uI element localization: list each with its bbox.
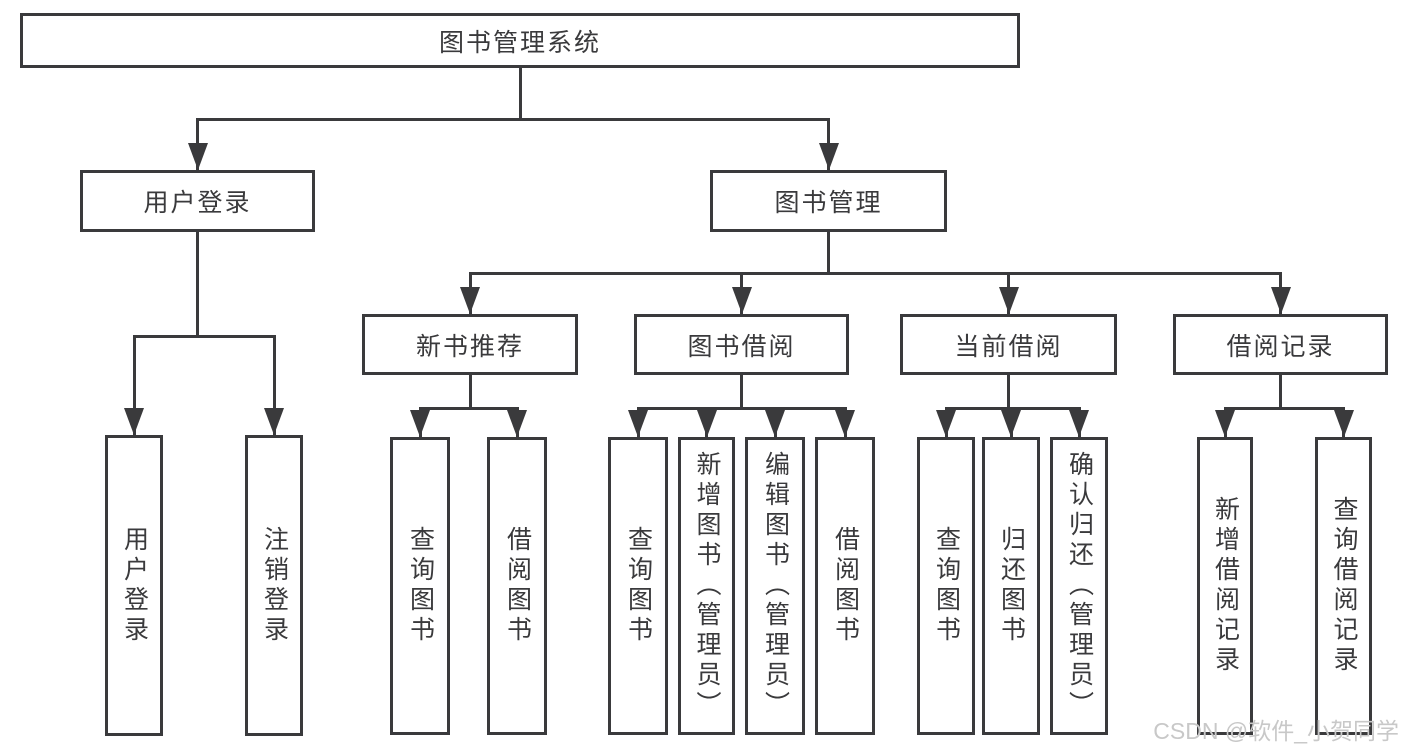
node-system: 图书管理系统	[20, 13, 1020, 68]
node-confirm-return-admin: 确认归还（管理员）	[1050, 437, 1108, 735]
connector-line	[944, 407, 1081, 410]
connector-arrowhead-icon	[936, 410, 956, 437]
connector-line	[418, 407, 519, 410]
connector-line	[518, 68, 522, 121]
connector-arrowhead-icon	[187, 143, 208, 170]
node-user-login: 用户登录	[105, 435, 163, 736]
node-add-books-admin: 新增图书（管理员）	[678, 437, 735, 735]
connector-line	[196, 118, 830, 121]
connector-arrowhead-icon	[264, 408, 284, 435]
connector-line	[1223, 407, 1345, 410]
node-query-borrow-record: 查询借阅记录	[1315, 437, 1372, 735]
connector-line	[1279, 375, 1282, 410]
connector-line	[468, 375, 472, 410]
connector-arrowhead-icon	[696, 410, 717, 437]
node-query-books-3: 查询图书	[917, 437, 975, 735]
connector-arrowhead-icon	[628, 410, 648, 437]
connector-arrowhead-icon	[1069, 410, 1089, 437]
connector-arrowhead-icon	[818, 143, 839, 170]
connector-arrowhead-icon	[998, 287, 1019, 314]
connector-line	[740, 375, 743, 410]
connector-arrowhead-icon	[507, 410, 527, 437]
node-book-management: 图书管理	[710, 170, 947, 232]
connector-arrowhead-icon	[124, 408, 144, 435]
connector-arrowhead-icon	[1333, 410, 1354, 437]
node-add-borrow-record: 新增借阅记录	[1197, 437, 1253, 735]
connector-arrowhead-icon	[765, 410, 785, 437]
node-current-borrowing: 当前借阅	[900, 314, 1117, 375]
node-borrowing-records: 借阅记录	[1173, 314, 1388, 375]
connector-line	[272, 335, 276, 435]
node-borrow-books-2: 借阅图书	[815, 437, 875, 735]
csdn-watermark: CSDN @软件_小贺同学	[1153, 718, 1399, 744]
connector-line	[1007, 375, 1010, 410]
connector-arrowhead-icon	[1215, 410, 1235, 437]
node-borrow-books-1: 借阅图书	[487, 437, 547, 735]
connector-arrowhead-icon	[1001, 410, 1021, 437]
connector-arrowhead-icon	[410, 410, 430, 437]
node-query-books-1: 查询图书	[390, 437, 450, 735]
connector-arrowhead-icon	[460, 287, 480, 314]
node-edit-books-admin: 编辑图书（管理员）	[745, 437, 805, 735]
connector-line	[636, 407, 847, 410]
connector-arrowhead-icon	[731, 287, 752, 314]
connector-line	[468, 272, 1282, 275]
connector-line	[827, 232, 830, 275]
connector-arrowhead-icon	[1270, 287, 1291, 314]
connector-line	[132, 335, 136, 435]
connector-line	[196, 232, 199, 338]
node-return-books: 归还图书	[982, 437, 1040, 735]
node-book-borrowing: 图书借阅	[634, 314, 849, 375]
connector-line	[132, 335, 276, 338]
node-user-login-group: 用户登录	[80, 170, 315, 232]
node-query-books-2: 查询图书	[608, 437, 668, 735]
node-new-book-recommend: 新书推荐	[362, 314, 578, 375]
node-logout: 注销登录	[245, 435, 303, 736]
connector-arrowhead-icon	[835, 410, 855, 437]
